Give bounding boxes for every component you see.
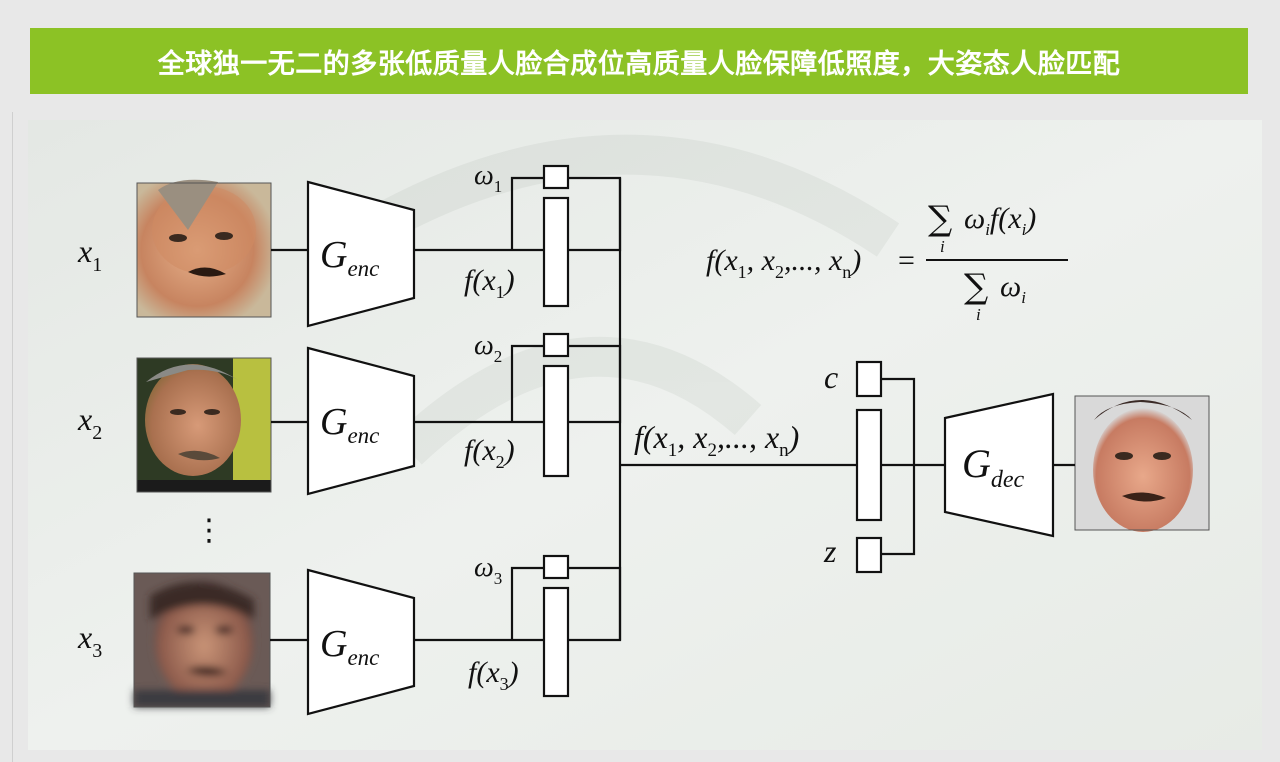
formula-numerator-index: i	[940, 237, 945, 256]
input-face-image-2	[137, 358, 271, 492]
slide-canvas: Genc Genc Genc Gdec x1 x2 x3 ⋮ ω1 ω2 ω3	[28, 120, 1262, 750]
ellipsis: ⋮	[194, 513, 224, 548]
aggregate-feature-box	[857, 410, 881, 520]
formula-numerator-sum: ∑	[928, 199, 952, 239]
feature-box-3	[544, 588, 568, 696]
feature-box-1	[544, 198, 568, 306]
formula-numerator-term: ωif(xi)	[964, 202, 1036, 239]
face-synthesis-diagram: Genc Genc Genc Gdec x1 x2 x3 ⋮ ω1 ω2 ω3	[28, 120, 1262, 750]
feature-label-3: f(x3)	[468, 656, 519, 694]
formula-equals: =	[898, 244, 915, 277]
latent-z-label: z	[823, 533, 837, 569]
formula-denominator-sum: ∑	[964, 267, 988, 307]
latent-c-label: c	[824, 359, 838, 395]
formula-denominator-index: i	[976, 305, 981, 324]
title-banner: 全球独一无二的多张低质量人脸合成位高质量人脸保障低照度，大姿态人脸匹配	[30, 28, 1248, 94]
page-left-rule	[12, 112, 13, 762]
weight-box-1	[544, 166, 568, 188]
output-face-image	[1075, 396, 1209, 532]
feature-box-2	[544, 366, 568, 476]
formula-lhs: f(x1, x2,..., xn)	[706, 244, 861, 282]
feature-label-2: f(x2)	[464, 434, 515, 472]
input-face-image-3	[134, 573, 270, 707]
decoder: Gdec	[945, 394, 1053, 536]
weight-box-2	[544, 334, 568, 356]
weight-box-3	[544, 556, 568, 578]
latent-c-box	[857, 362, 881, 396]
feature-label-1: f(x1)	[464, 264, 515, 302]
latent-z-box	[857, 538, 881, 572]
aggregate-feature-label: f(x1, x2,..., xn)	[634, 419, 799, 461]
input-face-image-1	[137, 180, 271, 317]
